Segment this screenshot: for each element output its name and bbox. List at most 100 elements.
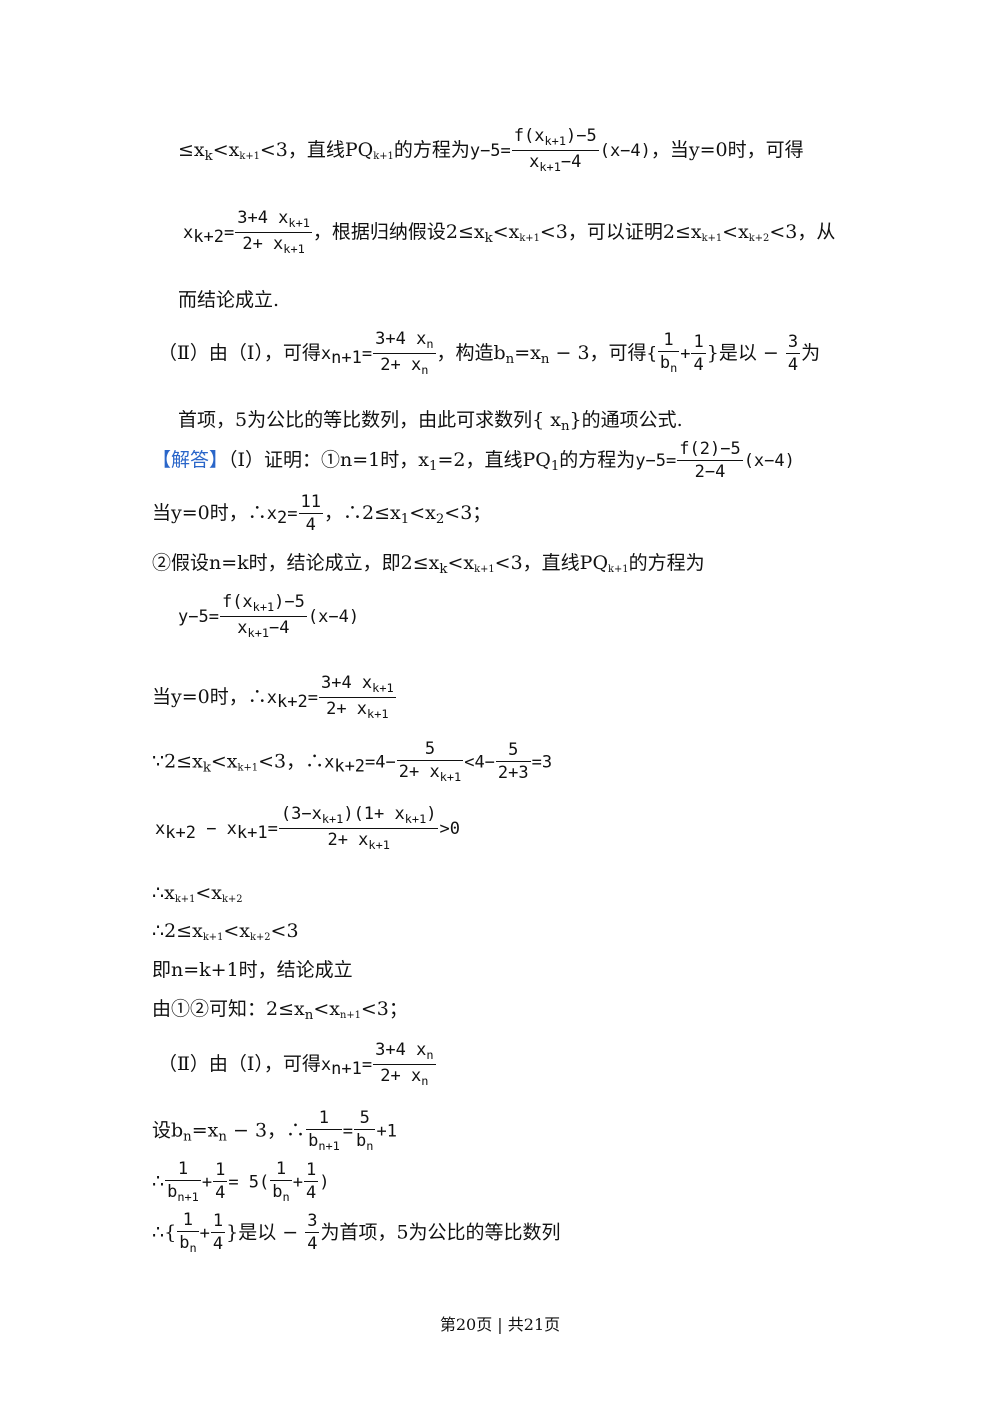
math-text: = [223, 222, 235, 243]
text: <3； [444, 502, 492, 524]
subscript: k [439, 562, 448, 577]
text: ∴2≤x [152, 920, 203, 942]
math-text: = [361, 343, 373, 364]
subscript: k+1 [368, 837, 390, 852]
text: 而结论成立. [178, 289, 280, 311]
math-text: x [266, 504, 277, 524]
line-12: xk+2 − xk+1=(3−xk+1)(1+ xk+1)2+ xk+1>0 [155, 806, 460, 852]
page-footer: 第20页 | 共21页 [0, 1311, 1000, 1335]
denominator: 4 [298, 513, 323, 534]
math-text: =3 [531, 752, 553, 773]
subscript: k+1 [539, 159, 561, 174]
math-text: + [680, 343, 691, 364]
math-text: y−5= [469, 140, 511, 161]
math-text: x [266, 687, 277, 708]
math-text: >0 [439, 818, 460, 839]
text: <x [195, 882, 222, 904]
page-number: 第20页 | 共21页 [439, 1315, 561, 1334]
subscript: n [189, 1241, 197, 1255]
subscript: n [426, 1048, 434, 1062]
subscript: n [505, 351, 515, 367]
denominator: b [179, 1233, 190, 1253]
math-text: + [292, 1172, 303, 1193]
line-3: 而结论成立. [178, 291, 279, 310]
math-text: = [307, 687, 318, 708]
subscript: k+1 [701, 232, 723, 244]
text: （Ⅱ）由（Ⅰ），可得 [158, 341, 321, 364]
subscript: n+1 [177, 1190, 199, 1204]
math-text: x [155, 818, 166, 839]
subscript: k+1 [202, 932, 224, 943]
denominator: 4 [691, 352, 706, 375]
subscript: k [202, 760, 211, 776]
denominator: x [529, 151, 540, 172]
text: }是以 − [706, 341, 785, 364]
math-text: = [267, 818, 278, 839]
text: ，根据归纳假设2≤x [312, 220, 485, 243]
subscript: k [484, 230, 493, 246]
subscript: k+1 [321, 812, 344, 826]
math-text: (x−4) [599, 140, 651, 161]
denominator: −4 [560, 151, 582, 172]
text: 即n=k+1时，结论成立 [152, 959, 353, 981]
numerator: f(2)−5 [679, 439, 741, 459]
subscript: k+1 [252, 600, 275, 614]
denominator: 4 [785, 352, 801, 375]
numerator: 11 [300, 492, 321, 512]
numerator: 3 [787, 331, 799, 352]
subscript: n [670, 361, 678, 376]
denominator: b [659, 353, 671, 374]
denominator: 2+ x [398, 762, 440, 782]
math-text: − x [195, 818, 237, 839]
text: <3，从 [769, 220, 836, 243]
line-6: 【解答】（Ⅰ）证明：①n=1时，x1=2，直线PQ1的方程为y−5=f(2)−5… [152, 441, 795, 481]
numerator: 1 [305, 1160, 317, 1181]
text: <x [492, 220, 520, 243]
subscript: 1 [550, 459, 560, 474]
subscript: k+1 [373, 150, 394, 162]
denominator: b [167, 1182, 178, 1202]
subscript: k+1 [236, 822, 268, 843]
denominator: 4 [213, 1181, 228, 1204]
subscript: k+1 [367, 706, 389, 721]
denominator: 2+ x [326, 698, 368, 719]
line-15: 即n=k+1时，结论成立 [152, 961, 353, 980]
text: <3，可以证明2≤x [539, 220, 702, 243]
math-text: y−5= [635, 451, 677, 471]
text: =x [514, 341, 541, 364]
text: ，∴2≤x [323, 502, 401, 524]
text: <x [210, 750, 238, 773]
subscript: n+1 [339, 1010, 361, 1021]
subscript: n+1 [331, 347, 362, 368]
subscript: n+1 [331, 1058, 362, 1079]
subscript: k+2 [334, 756, 366, 777]
subscript: 2 [435, 512, 445, 527]
subscript: k+2 [193, 226, 224, 247]
text: 由①②可知：2≤x [152, 998, 305, 1020]
text: }是以 − [226, 1221, 305, 1244]
text: （Ⅰ）证明：①n=1时，x [228, 449, 429, 471]
subscript: k+1 [239, 150, 260, 162]
denominator: 2+ x [242, 233, 284, 254]
text: ，当y=0时，可得 [650, 138, 804, 161]
math-text: x [320, 343, 332, 364]
text: 为首项，5为公比的等比数列 [320, 1221, 561, 1244]
numerator: 1 [275, 1159, 287, 1179]
subscript: k+1 [372, 681, 394, 695]
text: 当y=0时，∴ [152, 502, 267, 524]
subscript: k+1 [608, 564, 629, 575]
text: − 3，可得 [549, 341, 647, 364]
numerator: 1 [318, 1108, 330, 1128]
numerator: )−5 [565, 126, 597, 146]
